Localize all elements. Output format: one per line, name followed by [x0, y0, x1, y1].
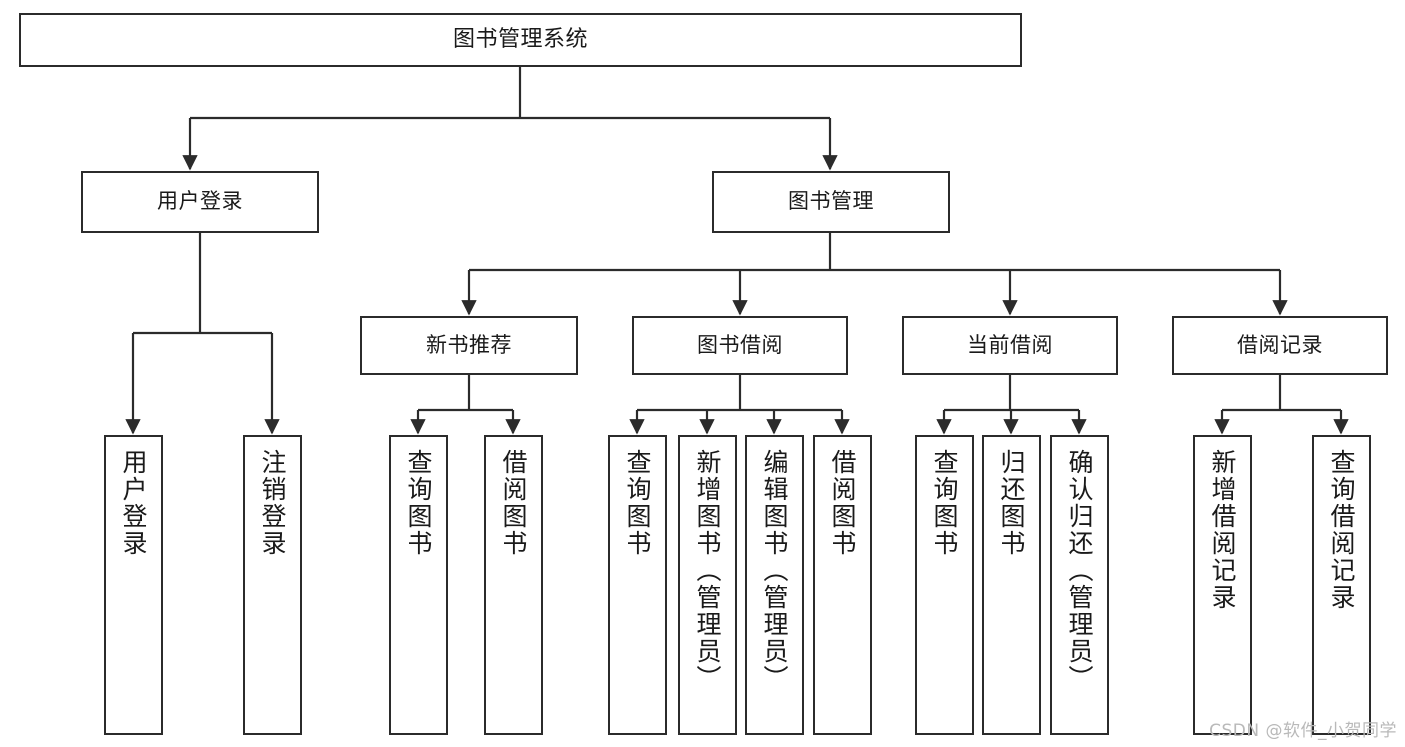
node-label: 查询图书: [404, 449, 433, 557]
watermark-text: CSDN @软件_小贺同学: [1209, 721, 1397, 741]
node-label: 当前借阅: [967, 332, 1053, 357]
node-label: 新书推荐: [426, 332, 512, 357]
leaf-query-book-recommend[interactable]: 查询图书: [389, 435, 448, 735]
node-new-book-recommend[interactable]: 新书推荐: [360, 316, 578, 375]
node-user-login[interactable]: 用户登录: [81, 171, 319, 233]
node-label: 查询图书: [623, 449, 652, 557]
node-label: 确认归还（管理员）: [1065, 449, 1094, 692]
leaf-borrow-book[interactable]: 借阅图书: [813, 435, 872, 735]
leaf-edit-book-admin[interactable]: 编辑图书（管理员）: [745, 435, 804, 735]
node-label: 图书借阅: [697, 332, 783, 357]
node-label: 图书管理系统: [452, 26, 588, 52]
node-label: 查询图书: [930, 449, 959, 557]
leaf-confirm-return-admin[interactable]: 确认归还（管理员）: [1050, 435, 1109, 735]
node-label: 借阅图书: [499, 449, 528, 557]
node-book-management[interactable]: 图书管理: [712, 171, 950, 233]
leaf-query-book-current[interactable]: 查询图书: [915, 435, 974, 735]
node-label: 借阅图书: [828, 449, 857, 557]
leaf-add-book-admin[interactable]: 新增图书（管理员）: [678, 435, 737, 735]
node-label: 用户登录: [119, 449, 148, 557]
node-borrow-record[interactable]: 借阅记录: [1172, 316, 1388, 375]
node-label: 借阅记录: [1237, 332, 1323, 357]
node-current-borrow[interactable]: 当前借阅: [902, 316, 1118, 375]
node-label: 编辑图书（管理员）: [760, 449, 789, 692]
leaf-query-borrow-record[interactable]: 查询借阅记录: [1312, 435, 1371, 735]
leaf-query-book-borrow[interactable]: 查询图书: [608, 435, 667, 735]
node-book-borrow[interactable]: 图书借阅: [632, 316, 848, 375]
node-label: 新增图书（管理员）: [693, 449, 722, 692]
node-label: 新增借阅记录: [1208, 449, 1237, 611]
leaf-logout[interactable]: 注销登录: [243, 435, 302, 735]
leaf-user-login[interactable]: 用户登录: [104, 435, 163, 735]
node-label: 查询借阅记录: [1327, 449, 1356, 611]
node-label: 用户登录: [157, 189, 243, 214]
node-label: 图书管理: [788, 189, 874, 214]
leaf-borrow-book-recommend[interactable]: 借阅图书: [484, 435, 543, 735]
node-label: 归还图书: [997, 449, 1026, 557]
node-root-system[interactable]: 图书管理系统: [19, 13, 1022, 67]
leaf-return-book[interactable]: 归还图书: [982, 435, 1041, 735]
leaf-add-borrow-record[interactable]: 新增借阅记录: [1193, 435, 1252, 735]
node-label: 注销登录: [258, 449, 287, 557]
